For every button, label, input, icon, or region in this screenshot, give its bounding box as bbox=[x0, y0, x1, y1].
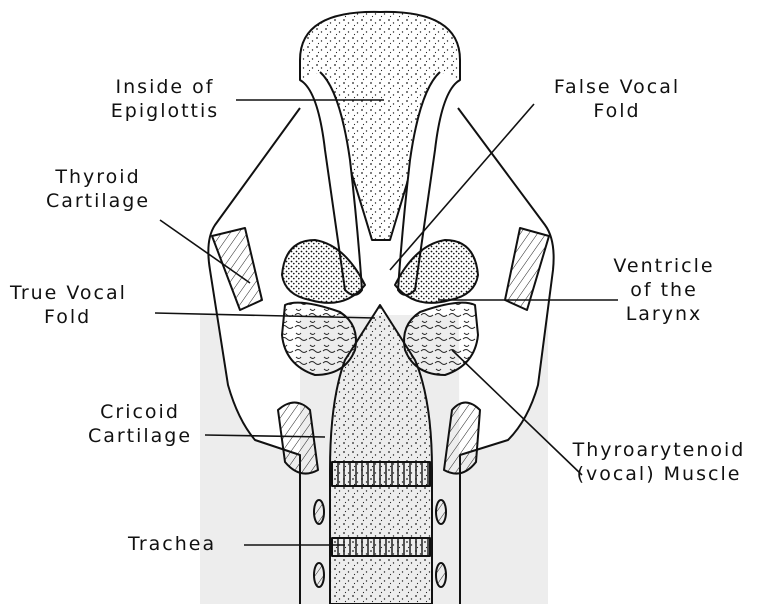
label-line: (vocal) Muscle bbox=[555, 462, 763, 486]
label-line: True Vocal bbox=[10, 281, 160, 305]
label-line: Thyroid bbox=[28, 165, 168, 189]
label-line: Epiglottis bbox=[100, 99, 230, 123]
label-ventricle-of-larynx: Ventricle of the Larynx bbox=[596, 254, 732, 326]
label-cricoid-cartilage: Cricoid Cartilage bbox=[70, 400, 210, 448]
label-trachea: Trachea bbox=[128, 532, 216, 556]
label-line: Fold bbox=[10, 305, 160, 329]
label-line: Fold bbox=[532, 99, 702, 123]
label-line: of the bbox=[596, 278, 732, 302]
label-line: Larynx bbox=[596, 302, 732, 326]
label-inside-of-epiglottis: Inside of Epiglottis bbox=[100, 75, 230, 123]
label-thyroid-cartilage: Thyroid Cartilage bbox=[28, 165, 168, 213]
label-line: Cricoid bbox=[70, 400, 210, 424]
trachea-ring-2 bbox=[332, 538, 430, 556]
label-line: Trachea bbox=[128, 532, 216, 556]
label-line: Cartilage bbox=[70, 424, 210, 448]
label-line: Inside of bbox=[100, 75, 230, 99]
label-line: Thyroarytenoid bbox=[555, 438, 763, 462]
label-line: False Vocal bbox=[532, 75, 702, 99]
label-thyroarytenoid-muscle: Thyroarytenoid (vocal) Muscle bbox=[555, 438, 763, 486]
label-false-vocal-fold: False Vocal Fold bbox=[532, 75, 702, 123]
label-true-vocal-fold: True Vocal Fold bbox=[10, 281, 160, 329]
label-line: Ventricle bbox=[596, 254, 732, 278]
trachea-ring-1 bbox=[332, 462, 430, 486]
label-line: Cartilage bbox=[28, 189, 168, 213]
